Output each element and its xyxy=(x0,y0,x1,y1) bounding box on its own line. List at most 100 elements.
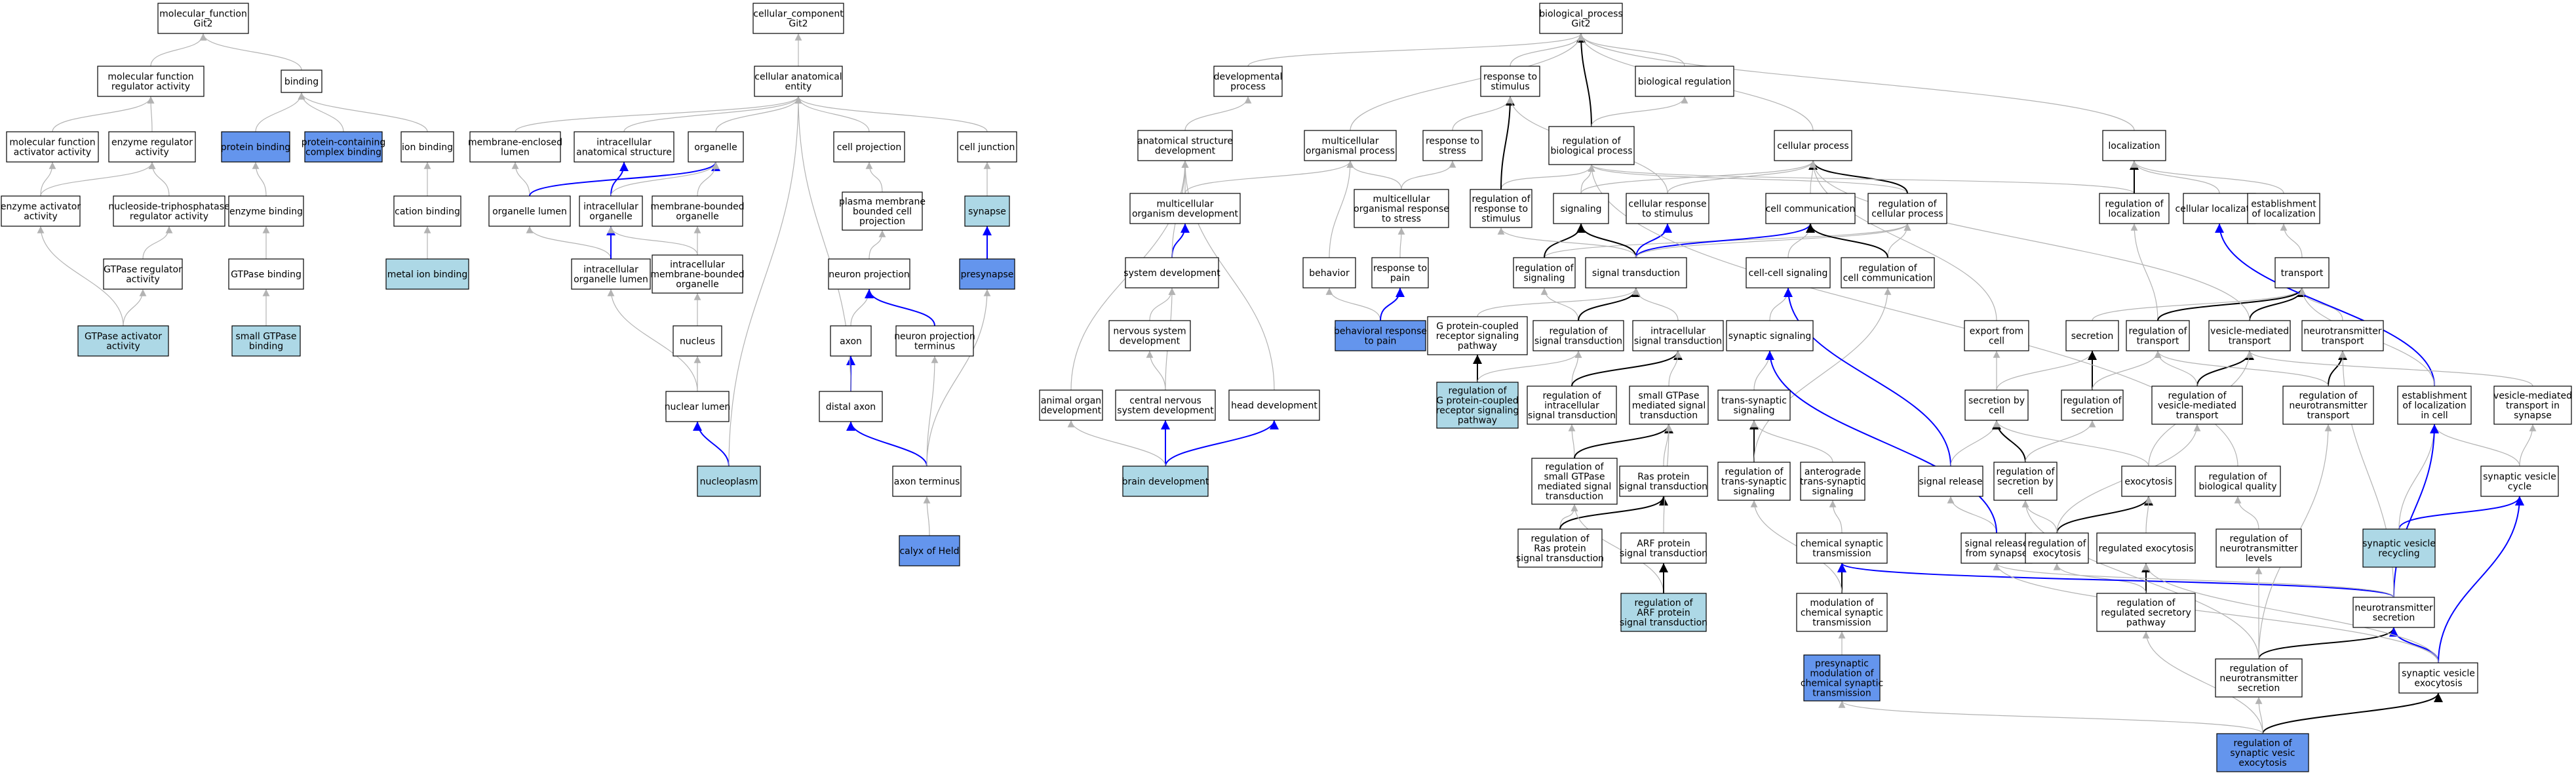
node-nuclear-lumen[interactable]: nuclear lumen xyxy=(665,391,731,422)
node-bio-reg[interactable]: biological regulation xyxy=(1635,66,1734,97)
node-cellular-process[interactable]: cellular process xyxy=(1774,130,1852,161)
node-cation-binding[interactable]: cation binding xyxy=(393,195,461,227)
node-regulated-exo[interactable]: regulated exocytosis xyxy=(2096,532,2196,564)
node-cc-signaling[interactable]: cell-cell signaling xyxy=(1746,257,1831,288)
node-secretion[interactable]: secretion xyxy=(2065,320,2119,351)
node-presynapse[interactable]: presynapse xyxy=(959,258,1015,290)
node-syn-signaling[interactable]: synaptic signaling xyxy=(1726,320,1814,351)
node-organelle-lumen[interactable]: organelle lumen xyxy=(488,195,571,227)
node-cell-junction[interactable]: cell junction xyxy=(957,131,1017,163)
node-ion-binding[interactable]: ion binding xyxy=(400,131,454,163)
node-gtpase-binding[interactable]: GTPase binding xyxy=(228,258,304,290)
node-protein-binding[interactable]: protein binding xyxy=(221,131,290,163)
node-sys-dev[interactable]: system development xyxy=(1123,257,1220,288)
node-organelle[interactable]: organelle xyxy=(688,131,744,163)
node-metal-ion[interactable]: metal ion binding xyxy=(385,258,469,290)
node-sig-trans[interactable]: signal transduction xyxy=(1585,257,1687,288)
node-signal-release[interactable]: signal release xyxy=(1918,466,1983,497)
node-nucleus[interactable]: nucleus xyxy=(673,325,722,357)
node-cell-loc[interactable]: cellular localization xyxy=(2176,193,2264,224)
node-nucleoplasm[interactable]: nucleoplasm xyxy=(697,466,761,497)
node-neuron-projection[interactable]: neuron projection xyxy=(828,258,910,290)
node-calyx[interactable]: calyx of Held xyxy=(899,535,960,566)
node-behavior[interactable]: behavior xyxy=(1302,257,1356,288)
node-signaling[interactable]: signaling xyxy=(1553,193,1609,224)
node-head-dev[interactable]: head development xyxy=(1228,389,1320,421)
node-binding[interactable]: binding xyxy=(281,69,322,93)
node-localization[interactable]: localization xyxy=(2102,130,2166,161)
node-brain-dev[interactable]: brain development xyxy=(1122,466,1209,497)
node-synapse[interactable]: synapse xyxy=(964,195,1010,227)
node-exocytosis[interactable]: exocytosis xyxy=(2121,466,2176,497)
node-distal-axon[interactable]: distal axon xyxy=(819,391,883,422)
